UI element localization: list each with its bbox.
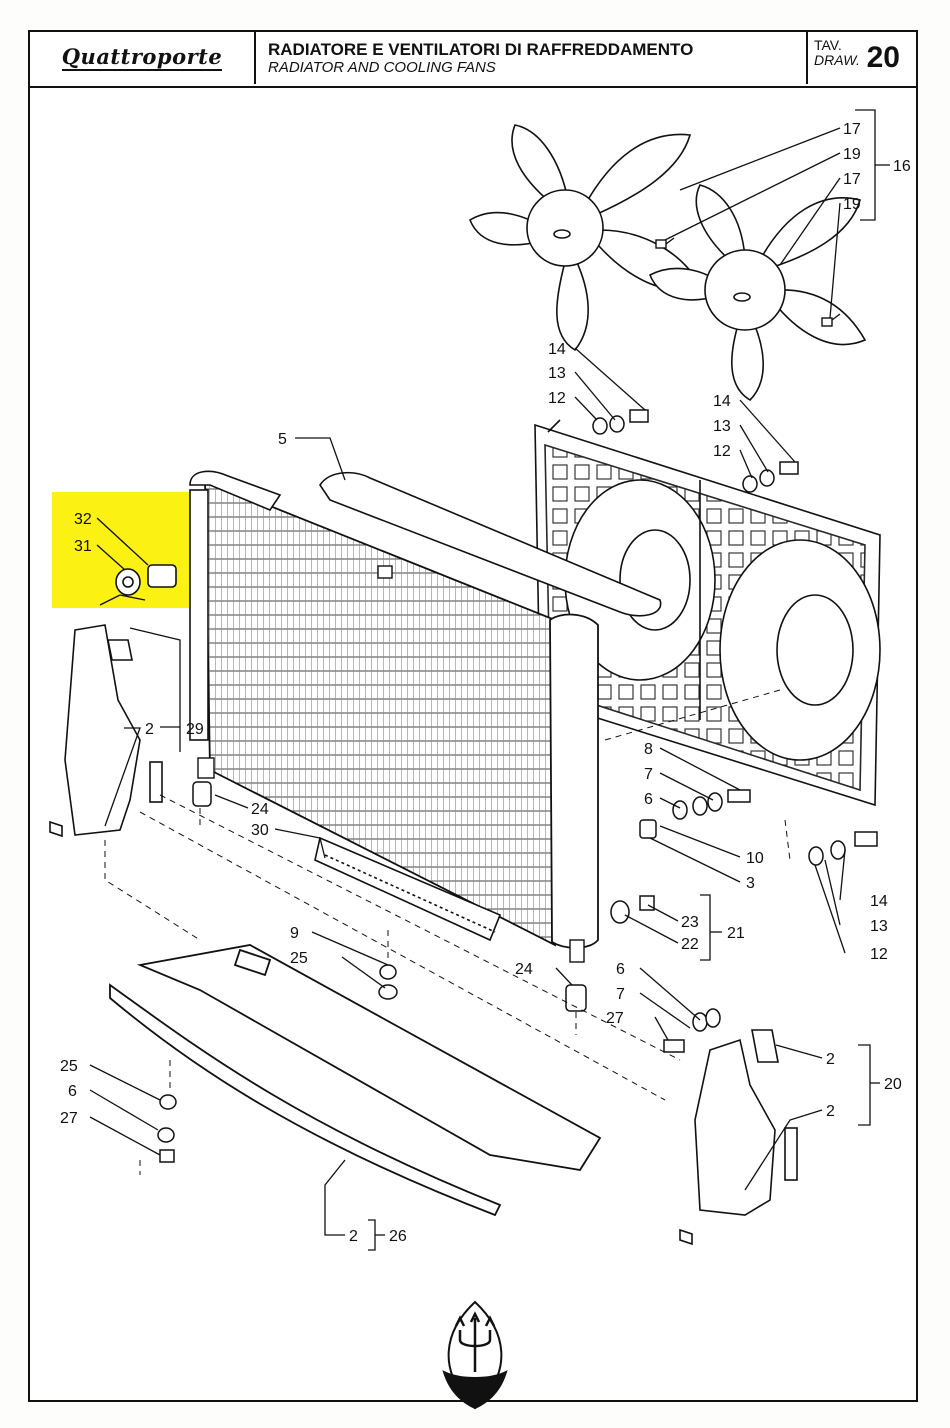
- callout-14: 14: [548, 341, 566, 358]
- callout-13: 13: [870, 918, 888, 935]
- assembly-lines: [104, 689, 791, 1175]
- callout-13: 13: [713, 418, 731, 435]
- callout-2: 2: [349, 1228, 358, 1245]
- lower-air-deflector: [109, 944, 602, 1217]
- callout-16: 16: [893, 158, 911, 175]
- callout-30: 30: [251, 822, 269, 839]
- screw-19-right: [821, 313, 841, 327]
- callout-5: 5: [278, 431, 287, 448]
- screw-19-left: [655, 237, 675, 249]
- callout-26: 26: [389, 1228, 407, 1245]
- trident-icon: [454, 1311, 496, 1372]
- callout-6: 6: [644, 791, 653, 808]
- callout-27: 27: [60, 1110, 78, 1127]
- bottom-seal-strip: [314, 836, 502, 942]
- callout-32: 32: [74, 511, 92, 528]
- brand-logo: Quattroporte: [61, 43, 223, 71]
- bottom-bolts: [157, 409, 878, 1163]
- callout-12: 12: [548, 390, 566, 407]
- callout-2: 2: [145, 721, 154, 738]
- callout-19: 19: [843, 146, 861, 163]
- draw-label: DRAW.: [814, 52, 860, 68]
- side-seal-left: [49, 624, 163, 838]
- callout-14: 14: [870, 893, 888, 910]
- callout-7: 7: [616, 986, 625, 1003]
- washer-stack-6-7-8: [639, 789, 751, 839]
- title-italian: RADIATORE E VENTILATORI DI RAFFREDDAMENT…: [268, 40, 694, 59]
- callout-17: 17: [843, 171, 861, 188]
- callout-7: 7: [644, 766, 653, 783]
- callout-23: 23: [681, 914, 699, 931]
- callout-6: 6: [68, 1083, 77, 1100]
- rubber-mount-24-left: [192, 781, 212, 807]
- callout-13: 13: [548, 365, 566, 382]
- callout-9: 9: [290, 925, 299, 942]
- callout-27: 27: [606, 1010, 624, 1027]
- callout-14: 14: [713, 393, 731, 410]
- callout-21: 21: [727, 925, 745, 942]
- drawing-number: 20: [866, 41, 900, 74]
- fan-shroud: [534, 419, 881, 807]
- fan-assembly-left: [469, 124, 702, 352]
- title-cell: RADIATORE E VENTILATORI DI RAFFREDDAMENT…: [256, 32, 808, 84]
- callout-2: 2: [826, 1103, 835, 1120]
- radiator-core: [189, 470, 662, 963]
- leader-lines: [89, 109, 890, 1251]
- callout-25: 25: [60, 1058, 78, 1075]
- fan-motor-sensor-31-32: [115, 564, 177, 596]
- callout-25: 25: [290, 950, 308, 967]
- maserati-emblem: [442, 1300, 508, 1410]
- callout-17: 17: [843, 121, 861, 138]
- callout-24: 24: [515, 961, 533, 978]
- callout-29: 29: [186, 721, 204, 738]
- callout-6: 6: [616, 961, 625, 978]
- drawing-number-cell: TAV. DRAW. 20: [808, 32, 916, 84]
- callout-22: 22: [681, 936, 699, 953]
- callout-12: 12: [870, 946, 888, 963]
- callout-3: 3: [746, 875, 755, 892]
- callout-10: 10: [746, 850, 764, 867]
- callout-20: 20: [884, 1076, 902, 1093]
- callout-2: 2: [826, 1051, 835, 1068]
- title-english: RADIATOR AND COOLING FANS: [268, 59, 496, 76]
- tav-label: TAV.: [814, 37, 842, 53]
- brand-logo-cell: Quattroporte: [30, 32, 256, 84]
- rubber-mount-24-right: [565, 984, 587, 1012]
- callout-24: 24: [251, 801, 269, 818]
- side-seal-right: [679, 1029, 798, 1246]
- callouts: 17 19 16 17 19 14 13 12 14 13 12 5 32 31…: [60, 121, 911, 1245]
- fan-assembly-right: [648, 184, 867, 402]
- callout-19: 19: [843, 196, 861, 213]
- callout-8: 8: [644, 741, 653, 758]
- title-block: Quattroporte RADIATORE E VENTILATORI DI …: [30, 32, 916, 88]
- callout-31: 31: [74, 538, 92, 555]
- callout-12: 12: [713, 443, 731, 460]
